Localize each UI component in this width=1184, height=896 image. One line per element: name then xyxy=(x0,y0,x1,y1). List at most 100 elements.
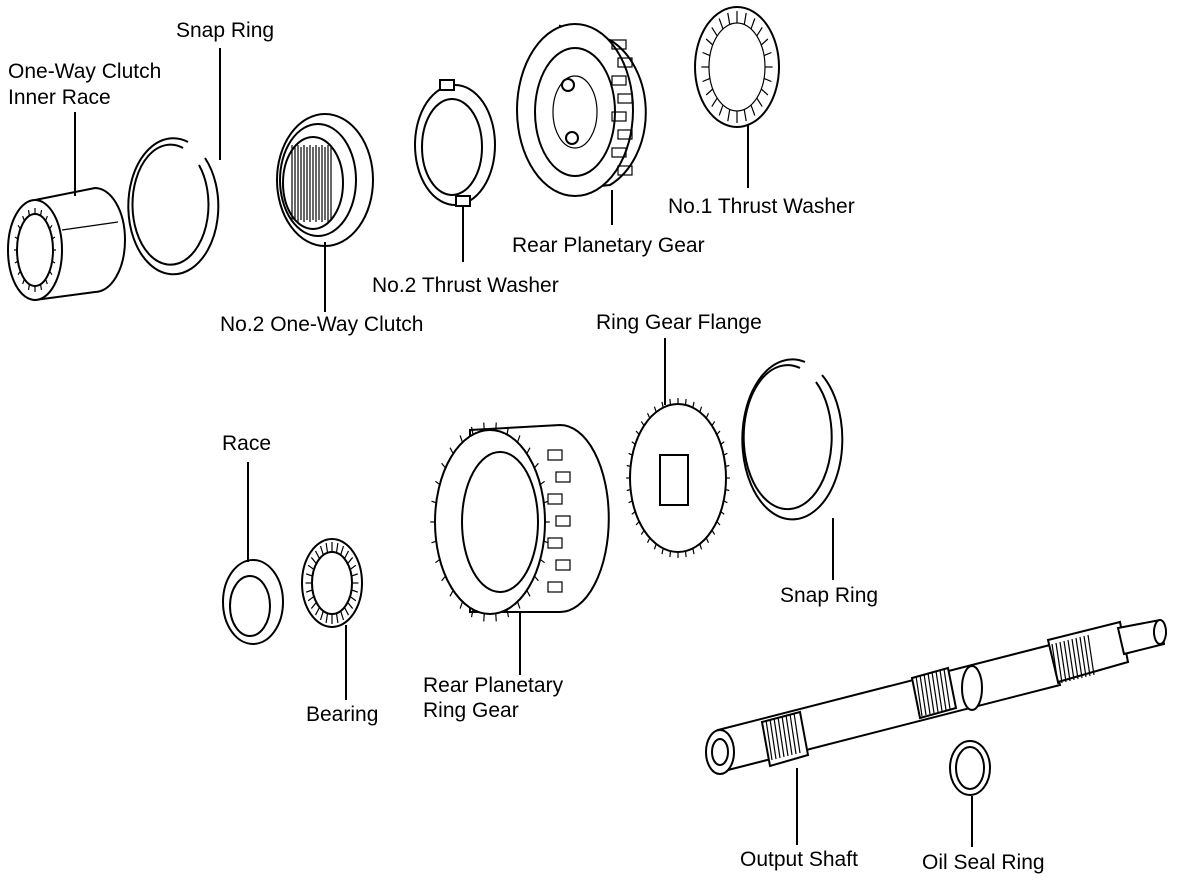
flange-tooth xyxy=(640,421,645,427)
ring-gear-tooth xyxy=(435,480,441,486)
label-snap-ring-top: Snap Ring xyxy=(176,19,275,42)
bearing-needle xyxy=(310,557,317,565)
race-spline xyxy=(14,236,19,240)
bearing-needle xyxy=(347,601,354,609)
bearing-needle xyxy=(319,610,324,621)
flange-tooth xyxy=(646,413,651,419)
bearing-needle xyxy=(314,606,321,616)
washer-rib xyxy=(750,18,756,30)
label-no2-one-way-clutch: No.2 One-Way Clutch xyxy=(220,313,424,336)
race-spline xyxy=(51,260,56,264)
flange-tooth xyxy=(684,551,687,558)
race-spline xyxy=(27,209,31,216)
flange-tooth xyxy=(640,529,645,535)
label-output-shaft: Output Shaft xyxy=(740,848,858,871)
flange-tooth xyxy=(716,521,721,526)
ring-gear-tooth xyxy=(516,601,521,609)
shaft-spline xyxy=(1067,639,1075,681)
ring-gear-tooth xyxy=(441,462,446,469)
ring-gear-tooth xyxy=(506,426,510,435)
washer-rib xyxy=(763,51,772,57)
flange-tooth xyxy=(635,521,640,526)
leader-lines xyxy=(74,48,973,847)
washer-rib xyxy=(711,97,718,107)
shaft-spline xyxy=(1079,636,1087,678)
flange-tooth xyxy=(725,464,730,468)
flange-tooth xyxy=(711,529,716,535)
flange-tooth xyxy=(653,406,657,413)
washer-rib xyxy=(760,88,769,96)
shaft-spline xyxy=(915,675,923,717)
flange-tooth xyxy=(725,488,730,492)
bearing-needle xyxy=(343,550,350,560)
shaft-spline xyxy=(1051,643,1059,685)
planet-slot xyxy=(617,165,633,176)
label-snap-ring-bottom: Snap Ring xyxy=(780,584,879,607)
label-no2-thrust-washer: No.2 Thrust Washer xyxy=(372,274,559,297)
ring-gear-tooth xyxy=(449,590,454,597)
ring-gear-tooth xyxy=(539,558,545,564)
washer-rib xyxy=(718,104,724,116)
ring-slot xyxy=(547,493,563,505)
washer-rib xyxy=(705,88,714,96)
shaft-spline xyxy=(1055,642,1063,684)
washer-rib xyxy=(727,12,731,25)
washer-rib xyxy=(760,38,769,46)
race-spline xyxy=(49,224,53,230)
bearing-needle xyxy=(314,550,321,560)
ring-slot xyxy=(555,515,571,527)
output-shaft-part xyxy=(705,618,1167,775)
washer-rib xyxy=(743,12,747,25)
race-spline xyxy=(22,215,25,222)
bearing-needle xyxy=(307,564,315,571)
flange-tooth xyxy=(628,452,633,456)
label-rear-planetary-gear: Rear Planetary Gear xyxy=(512,234,705,257)
oil-seal-ring-part xyxy=(949,740,991,796)
label-one-way-clutch-inner-race-1: One-Way Clutch xyxy=(8,60,162,83)
washer-rib xyxy=(743,109,747,122)
ring-gear-tooth xyxy=(459,435,464,443)
race-spline xyxy=(39,284,43,291)
label-no1-thrust-washer: No.1 Thrust Washer xyxy=(668,195,855,218)
bearing-needle xyxy=(349,564,357,571)
planet-slot xyxy=(611,111,627,122)
ring-gear-tooth xyxy=(441,575,446,582)
flange-tooth xyxy=(699,406,703,413)
no2-one-way-clutch-part xyxy=(276,113,374,247)
shaft-spline xyxy=(943,668,951,710)
flange-tooth xyxy=(716,430,721,435)
ring-slot xyxy=(547,449,563,461)
flange-tooth xyxy=(711,421,716,427)
bearing-needle xyxy=(351,589,358,593)
shaft-spline xyxy=(1059,641,1067,683)
bearing-needle xyxy=(310,601,317,609)
ring-gear-tooth xyxy=(506,609,510,618)
planet-slot xyxy=(617,93,633,104)
shaft-spline xyxy=(765,719,773,761)
ring-gear-tooth xyxy=(431,500,437,504)
flange-tooth xyxy=(628,500,633,504)
flange-tooth xyxy=(705,537,710,543)
ring-slot xyxy=(547,537,563,549)
bearing-part xyxy=(301,538,363,628)
flange-tooth xyxy=(661,401,664,408)
ring-gear-tooth xyxy=(470,609,474,618)
shaft-spline xyxy=(1063,640,1071,682)
race-spline xyxy=(45,278,48,285)
race-spline xyxy=(22,278,25,285)
flange-tooth xyxy=(684,398,687,405)
snap-ring-bottom-part xyxy=(741,358,844,521)
bearing-needle xyxy=(325,613,329,624)
bearing-needle xyxy=(319,545,324,556)
planet-slot xyxy=(617,129,633,140)
flange-tooth xyxy=(631,441,636,445)
planet-slot xyxy=(617,57,633,68)
shaft-spline xyxy=(1071,638,1079,680)
ring-gear-tooth xyxy=(526,447,531,454)
no1-thrust-washer-part xyxy=(694,6,780,128)
shaft-spline xyxy=(939,669,947,711)
washer-rib xyxy=(702,77,711,83)
bearing-needle xyxy=(349,595,357,602)
washer-rib xyxy=(718,18,724,30)
